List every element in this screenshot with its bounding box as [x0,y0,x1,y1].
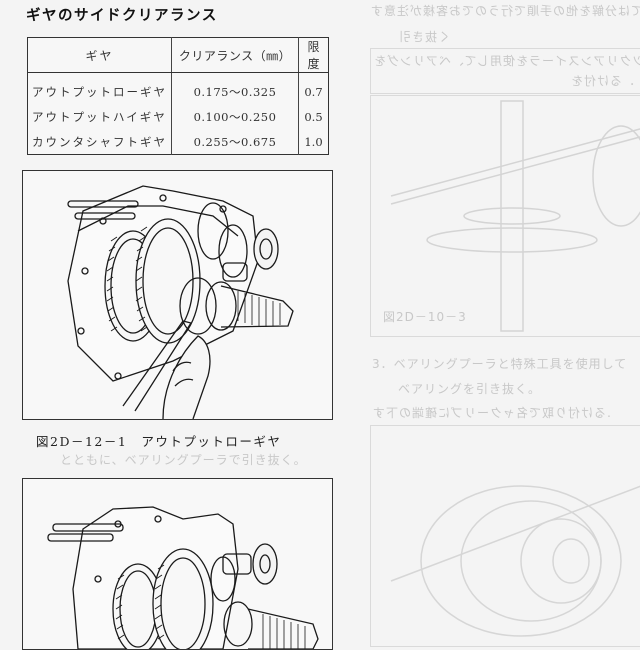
side-clearance-table: ギヤ クリアランス（㎜） 限度 アウトプットローギヤ 0.175〜0.325 0… [27,37,329,155]
clearance-value: 0.100〜0.250 [171,104,299,129]
transmission-gear-illustration [67,185,294,419]
bleed-step3: 3．ベアリングプーラと特殊工具を使用して [372,357,628,371]
limit-value: 0.7 [304,84,323,99]
figure-transmission-gears [22,478,333,650]
table-row: アウトプットローギヤ 0.175〜0.325 0.7 [27,72,329,104]
bleed-figure-frame-a [370,95,640,337]
gear-name: アウトプットハイギヤ [27,104,172,129]
bleed-shaft-illustration [390,100,640,332]
limit-value: 1.0 [304,134,323,149]
limit-value: 0.5 [304,109,323,124]
header-gear: ギヤ [27,37,172,73]
section-title: ギヤのサイドクリアランス [26,8,218,24]
bleed-text-1: ては分解を他の手順で行うのでお客様が注意す [370,4,640,18]
clearance-value: 0.255〜0.675 [171,129,299,155]
bleed-text-3: ツクリアンスイーラを使用して、ベアリングを [373,54,640,68]
bleed-text-2: く抜き引 [398,30,451,44]
gear-name: アウトプットローギヤ [27,72,172,104]
bleed-step3b: ベアリングを引き抜く。 [398,382,542,396]
bleed-fig-label-a: 図2D－10－3 [383,310,467,324]
bleed-frame-top [370,48,640,94]
header-clearance: クリアランス（㎜） [171,37,299,73]
gear-name: カウンタシャフトギヤ [27,129,172,155]
bleed-bottom-text: とともに、ベアリングプーラで引き抜く。 [60,453,307,467]
transmission-assembly-illustration [47,506,319,649]
bleed-text-4: ．るけ付を [570,74,636,88]
bleed-figure-frame-b [370,425,640,647]
table-row: カウンタシャフトギヤ 0.255〜0.675 1.0 [27,129,329,155]
figure-output-low-gear [22,170,333,420]
figure-caption: 図2D－12－1 アウトプットローギヤ [36,434,282,449]
bleed-step4: .るけ付り取で名ャクーリプに確端の下す [372,406,611,420]
header-limit: 限度 [298,37,329,73]
clearance-value: 0.175〜0.325 [171,72,299,104]
table-header-row: ギヤ クリアランス（㎜） 限度 [27,37,329,73]
bleed-gear-illustration [390,485,640,637]
table-row: アウトプットハイギヤ 0.100〜0.250 0.5 [27,104,329,129]
